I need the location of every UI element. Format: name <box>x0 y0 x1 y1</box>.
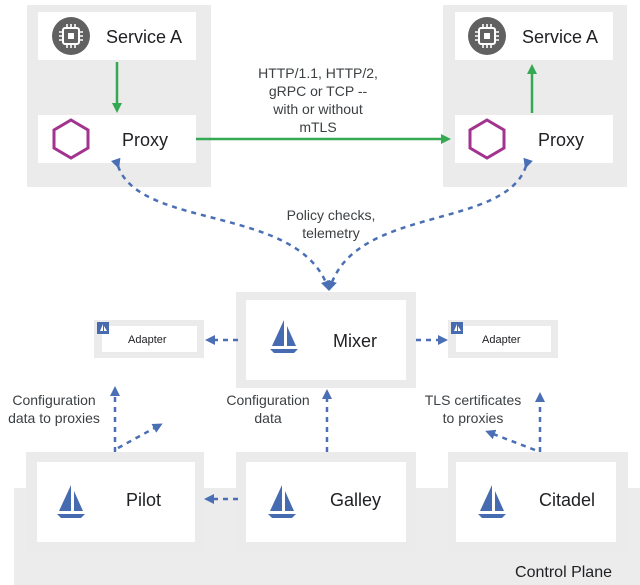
policy-line-1: Policy checks, <box>287 207 376 223</box>
citadel-tls-label: TLS certificates to proxies <box>425 392 521 426</box>
proxy-link-line-1: HTTP/1.1, HTTP/2, <box>258 65 378 81</box>
galley-label: Galley <box>330 490 381 510</box>
istio-sail-icon <box>451 322 463 334</box>
proxy-link-label: HTTP/1.1, HTTP/2, gRPC or TCP -- with or… <box>258 65 378 135</box>
pilot-label: Pilot <box>126 490 161 510</box>
proxy-right-label: Proxy <box>538 130 584 150</box>
policy-check-left-curve <box>110 157 331 291</box>
policy-label: Policy checks, telemetry <box>287 207 376 241</box>
cpu-chip-icon <box>52 17 90 55</box>
service-a-right-node: Service A <box>468 17 598 55</box>
galley-config-line-1: Configuration <box>226 392 309 408</box>
proxy-left-label: Proxy <box>122 130 168 150</box>
galley-config-line-2: data <box>254 410 281 426</box>
service-a-left-node: Service A <box>52 17 182 55</box>
citadel-node: Citadel <box>448 452 628 552</box>
pilot-config-line-2: data to proxies <box>8 410 100 426</box>
citadel-diagonal-arrow <box>485 429 536 452</box>
istio-sail-icon <box>97 322 109 334</box>
service-a-left-label: Service A <box>106 27 182 47</box>
mixer-node: Mixer <box>236 292 416 388</box>
adapter-left-node: Adapter <box>94 320 204 358</box>
policy-check-right-curve <box>327 157 533 291</box>
proxy-link-line-4: mTLS <box>299 119 336 135</box>
cpu-chip-icon <box>468 17 506 55</box>
adapter-left-label: Adapter <box>128 334 167 346</box>
pilot-config-line-1: Configuration <box>12 392 95 408</box>
citadel-tls-line-1: TLS certificates <box>425 392 521 408</box>
proxy-left-node: Proxy <box>52 118 168 160</box>
hexagon-icon <box>52 118 90 160</box>
mixer-label: Mixer <box>333 331 377 351</box>
citadel-label: Citadel <box>539 490 595 510</box>
citadel-tls-line-2: to proxies <box>443 410 504 426</box>
adapter-right-node: Adapter <box>448 320 558 358</box>
control-plane-label: Control Plane <box>515 564 612 581</box>
pilot-config-label: Configuration data to proxies <box>8 392 100 426</box>
proxy-link-line-2: gRPC or TCP -- <box>269 83 368 99</box>
service-a-right-label: Service A <box>522 27 598 47</box>
galley-config-label: Configuration data <box>226 392 309 426</box>
pilot-diagonal-arrow <box>117 423 163 450</box>
policy-line-2: telemetry <box>302 225 360 241</box>
proxy-link-line-3: with or without <box>272 101 363 117</box>
galley-node: Galley <box>236 452 416 552</box>
adapter-right-label: Adapter <box>482 334 521 346</box>
pilot-node: Pilot <box>26 452 204 552</box>
